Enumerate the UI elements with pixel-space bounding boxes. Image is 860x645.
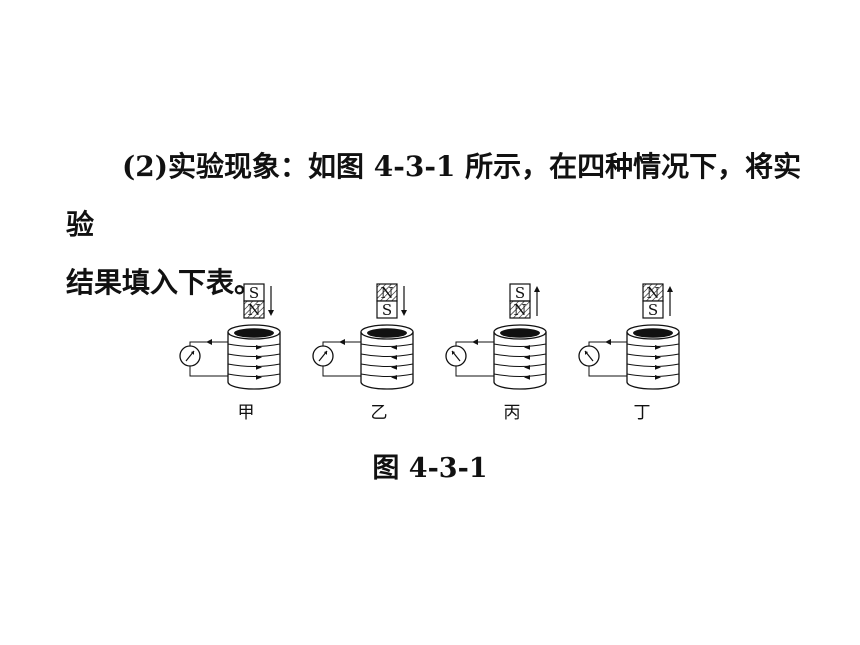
- needle-arrow: [191, 351, 194, 355]
- coil-bottom-edge: [227, 381, 281, 390]
- coil-turn: [493, 353, 547, 357]
- needle-arrow: [324, 351, 327, 355]
- wire-arrow: [472, 339, 478, 345]
- current-arrow: [391, 375, 397, 380]
- coil-bottom-edge: [626, 381, 680, 390]
- coil-turn: [360, 373, 414, 377]
- panel-label: 乙: [370, 403, 388, 423]
- current-arrow: [655, 345, 661, 350]
- coil-opening: [633, 328, 673, 338]
- coil-turn: [360, 343, 414, 347]
- motion-arrowhead: [667, 286, 673, 292]
- motion-arrowhead: [268, 310, 274, 316]
- magnet-bottom-label: S: [648, 301, 658, 319]
- coil-turn: [626, 373, 680, 377]
- current-arrow: [256, 375, 262, 380]
- coil-turn: [626, 343, 680, 347]
- coil-turn: [227, 363, 281, 367]
- magnet-bottom-pole: [243, 300, 265, 319]
- coil-opening: [367, 328, 407, 338]
- motion-arrowhead: [534, 286, 540, 292]
- coil-turn: [360, 353, 414, 357]
- wire-bottom: [588, 366, 627, 377]
- coil-opening: [500, 328, 540, 338]
- current-arrow: [655, 375, 661, 380]
- coil-turn: [493, 373, 547, 377]
- current-arrow: [655, 355, 661, 360]
- paragraph: (2)实验现象：如图 4-3-1 所示，在四种情况下，将实验 结果填入下表。: [66, 138, 816, 312]
- coil-turn: [360, 363, 414, 367]
- wire-top: [322, 341, 361, 346]
- current-arrow: [391, 355, 397, 360]
- needle-arrow: [452, 351, 455, 355]
- panel-label: 丁: [633, 403, 651, 423]
- magnet-bottom-label: S: [382, 301, 392, 319]
- figure-caption: 图 4-3-1: [372, 453, 488, 484]
- panel-label: 丙: [503, 403, 521, 423]
- current-arrow: [256, 355, 262, 360]
- motion-arrowhead: [401, 310, 407, 316]
- coil-magnet-diagram: SN: [445, 283, 547, 390]
- coil-magnet-diagram: SN: [179, 283, 281, 390]
- coil-bottom-edge: [493, 381, 547, 390]
- magnet-top-label: S: [249, 284, 259, 302]
- magnet-bottom-pole: [509, 300, 531, 319]
- current-arrow: [256, 365, 262, 370]
- coil-magnet-diagram: NS: [578, 283, 680, 390]
- magnet-bottom-label: N: [247, 301, 260, 319]
- wire-top: [588, 341, 627, 346]
- wire-arrow: [206, 339, 212, 345]
- coil-turn: [493, 343, 547, 347]
- paragraph-line-2: 结果填入下表。: [66, 266, 263, 299]
- current-arrow: [655, 365, 661, 370]
- current-arrow: [524, 365, 530, 370]
- coil-magnet-diagram: NS: [312, 283, 414, 390]
- current-arrow: [391, 345, 397, 350]
- wire-arrow: [605, 339, 611, 345]
- coil-opening: [234, 328, 274, 338]
- coil-turn: [227, 343, 281, 347]
- coil-bottom-edge: [360, 381, 414, 390]
- coil-turn: [227, 373, 281, 377]
- wire-top: [455, 341, 494, 346]
- magnet-bottom-label: N: [513, 301, 526, 319]
- magnet-top-label: S: [515, 284, 525, 302]
- wire-bottom: [455, 366, 494, 377]
- magnet-bottom-pole: [642, 300, 664, 319]
- current-arrow: [391, 365, 397, 370]
- needle-arrow: [585, 351, 588, 355]
- current-arrow: [524, 375, 530, 380]
- coil-turn: [493, 363, 547, 367]
- current-arrow: [256, 345, 262, 350]
- coil-turn: [626, 363, 680, 367]
- magnet-top-label: N: [380, 284, 393, 302]
- coil-turn: [227, 353, 281, 357]
- wire-bottom: [322, 366, 361, 377]
- current-arrow: [524, 355, 530, 360]
- magnet-bottom-pole: [376, 300, 398, 319]
- panel-label: 甲: [237, 403, 255, 423]
- paragraph-line-1: (2)实验现象：如图 4-3-1 所示，在四种情况下，将实验: [66, 150, 802, 241]
- wire-bottom: [189, 366, 228, 377]
- coil-turn: [626, 353, 680, 357]
- current-arrow: [524, 345, 530, 350]
- wire-top: [189, 341, 228, 346]
- wire-arrow: [339, 339, 345, 345]
- magnet-top-label: N: [646, 284, 659, 302]
